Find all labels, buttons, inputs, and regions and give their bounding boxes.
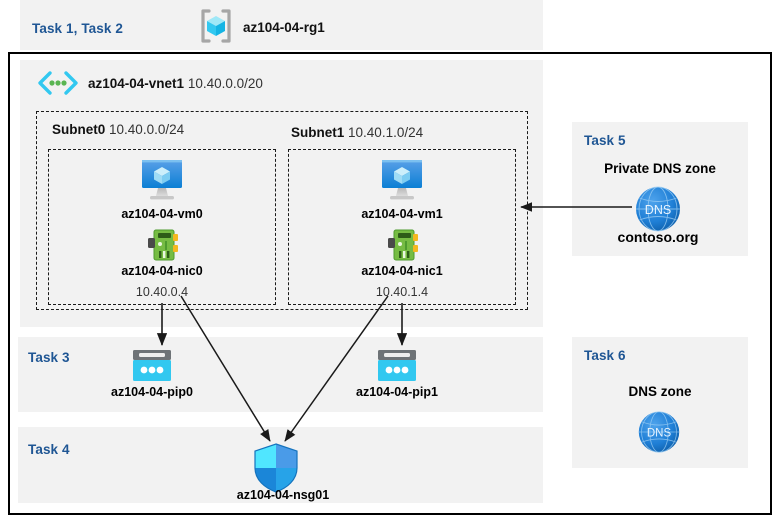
nsg-label: az104-04-nsg01 — [236, 488, 330, 502]
pip1-label: az104-04-pip1 — [356, 385, 438, 399]
subnet0-cidr: 10.40.0.0/24 — [109, 122, 185, 137]
resource-group-header-panel — [20, 0, 543, 50]
dns-icon-text: DNS — [647, 428, 672, 440]
public-ip-address-icon — [131, 349, 173, 383]
virtual-machine-icon — [378, 158, 426, 202]
network-interface-icon — [146, 228, 180, 262]
subnet1-name: Subnet1 — [291, 125, 345, 140]
task-label-4: Task 4 — [28, 442, 70, 457]
resource-group-name: az104-04-rg1 — [243, 20, 325, 35]
vm0-label: az104-04-vm0 — [121, 207, 203, 221]
task-label-6: Task 6 — [584, 348, 626, 363]
private-dns-heading: Private DNS zone — [604, 161, 716, 176]
nic0-ip: 10.40.0.4 — [135, 285, 189, 299]
dns-zone-icon: DNS — [633, 184, 683, 234]
resource-group-icon — [198, 8, 234, 44]
dns-zone-icon: DNS — [636, 409, 682, 455]
resource-group-name-text: az104-04-rg1 — [243, 20, 325, 35]
nic1-label: az104-04-nic1 — [361, 264, 443, 278]
vnet-title: az104-04-vnet1 10.40.0.0/20 — [88, 76, 263, 91]
virtual-machine-icon — [138, 158, 186, 202]
network-security-group-icon — [252, 443, 300, 493]
task-label-5: Task 5 — [584, 133, 626, 148]
task-label-3: Task 3 — [28, 350, 70, 365]
nic0-label: az104-04-nic0 — [121, 264, 203, 278]
vm1-label: az104-04-vm1 — [361, 207, 443, 221]
nic1-ip: 10.40.1.4 — [375, 285, 429, 299]
virtual-network-icon — [36, 70, 80, 96]
network-interface-icon — [386, 228, 420, 262]
subnet1-cidr: 10.40.1.0/24 — [348, 125, 424, 140]
public-ip-address-icon — [376, 349, 418, 383]
subnet0-title: Subnet0 10.40.0.0/24 — [52, 122, 184, 137]
private-dns-name: contoso.org — [617, 229, 699, 245]
subnet1-title: Subnet1 10.40.1.0/24 — [291, 125, 423, 140]
public-dns-heading: DNS zone — [628, 384, 692, 399]
dns-icon-text: DNS — [645, 203, 671, 217]
task-label-1-2: Task 1, Task 2 — [32, 21, 123, 36]
vnet-cidr: 10.40.0.0/20 — [187, 76, 263, 91]
pip0-label: az104-04-pip0 — [111, 385, 193, 399]
vnet-name: az104-04-vnet1 — [88, 76, 185, 91]
vnet-panel — [20, 60, 543, 327]
public-ip-panel — [18, 337, 543, 412]
subnet0-name: Subnet0 — [52, 122, 106, 137]
